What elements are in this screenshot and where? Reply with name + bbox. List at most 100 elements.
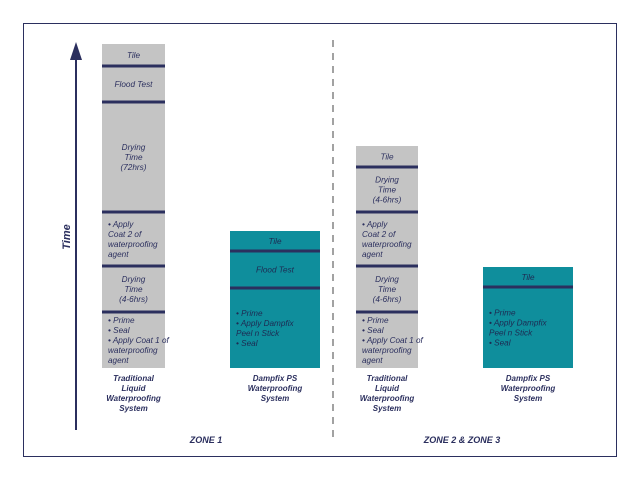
step-separator <box>102 100 165 104</box>
step-text-line: agent <box>108 250 129 259</box>
step-text-line: (4-6hrs) <box>373 295 402 304</box>
step-text-line: • Seal <box>108 326 130 335</box>
step-separator <box>356 264 418 268</box>
step-text-line: • Apply <box>362 220 388 229</box>
step-text: Tile <box>380 153 394 162</box>
step-separator <box>483 285 573 289</box>
column-bar <box>356 146 418 368</box>
column-caption-line: Waterproofing <box>360 394 415 403</box>
step-text-line: • Prime <box>489 309 516 318</box>
column-caption-line: System <box>514 394 542 403</box>
step-text-line: • Seal <box>362 326 384 335</box>
time-axis-arrow-icon <box>70 42 82 60</box>
step-text: Flood Test <box>256 266 295 275</box>
step-text-line: • Prime <box>362 316 389 325</box>
column-caption-line: System <box>373 404 401 413</box>
step-text-line: • Prime <box>236 309 263 318</box>
step-text-line: (72hrs) <box>121 163 147 172</box>
step-text: Flood Test <box>115 80 154 89</box>
step-text-line: waterproofing <box>108 346 158 355</box>
column-caption-line: Liquid <box>375 384 400 393</box>
column-caption-line: Dampfix PS <box>253 374 298 383</box>
column-caption-line: Liquid <box>122 384 147 393</box>
step-text-line: Drying <box>122 143 146 152</box>
step-text-line: (4-6hrs) <box>373 196 402 205</box>
step-text: Tile <box>521 273 535 282</box>
step-text-line: • Apply <box>108 220 134 229</box>
step-text-line: • Prime <box>108 316 135 325</box>
step-text-line: agent <box>108 356 129 365</box>
step-text: Tile <box>127 51 141 60</box>
column-caption-line: Waterproofing <box>248 384 303 393</box>
step-text-line: Flood Test <box>115 80 154 89</box>
column-caption-line: Dampfix PS <box>506 374 551 383</box>
step-text-line: Time <box>378 285 397 294</box>
step-text-line: Flood Test <box>256 266 295 275</box>
step-text-line: agent <box>362 250 383 259</box>
step-text-line: Tile <box>127 51 141 60</box>
step-text-line: • Apply Coat 1 of <box>362 336 424 345</box>
column-bar <box>230 231 320 368</box>
column-bar <box>483 267 573 368</box>
column-caption-line: Traditional <box>367 374 409 383</box>
step-text-line: Tile <box>268 237 282 246</box>
step-separator <box>356 165 418 169</box>
step-text-line: • Seal <box>489 339 511 348</box>
step-text-line: Tile <box>380 153 394 162</box>
step-text-line: waterproofing <box>108 240 158 249</box>
column-bar <box>102 44 165 368</box>
step-text-line: waterproofing <box>362 240 412 249</box>
step-text-line: • Apply Coat 1 of <box>108 336 170 345</box>
column-caption-line: Traditional <box>113 374 155 383</box>
step-separator <box>102 64 165 68</box>
step-separator <box>102 264 165 268</box>
step-text-line: waterproofing <box>362 346 412 355</box>
step-text-line: Drying <box>375 176 399 185</box>
step-text-line: agent <box>362 356 383 365</box>
step-text-line: • Seal <box>236 339 258 348</box>
step-text-line: Drying <box>122 275 146 284</box>
step-text: Tile <box>268 237 282 246</box>
zone-1-label: ZONE 1 <box>189 435 223 445</box>
zone-2-3-label: ZONE 2 & ZONE 3 <box>423 435 501 445</box>
step-text-line: Time <box>124 153 143 162</box>
column-caption-line: System <box>119 404 147 413</box>
step-text-line: Coat 2 of <box>108 230 142 239</box>
column-caption-line: Waterproofing <box>501 384 556 393</box>
step-text-line: Tile <box>521 273 535 282</box>
step-separator <box>102 210 165 214</box>
column-caption-line: Waterproofing <box>106 394 161 403</box>
step-text-line: • Apply Dampfix <box>236 319 295 328</box>
step-separator <box>230 286 320 290</box>
step-text-line: • Apply Dampfix <box>489 319 548 328</box>
time-axis-label: Time <box>61 224 73 249</box>
step-text-line: Time <box>378 186 397 195</box>
step-text-line: Peel n Stick <box>236 329 280 338</box>
step-separator <box>102 310 165 314</box>
column-caption-line: System <box>261 394 289 403</box>
step-text-line: Drying <box>375 275 399 284</box>
step-separator <box>356 210 418 214</box>
step-text-line: Coat 2 of <box>362 230 396 239</box>
step-text-line: Peel n Stick <box>489 329 533 338</box>
step-text-line: (4-6hrs) <box>119 295 148 304</box>
step-separator <box>356 310 418 314</box>
